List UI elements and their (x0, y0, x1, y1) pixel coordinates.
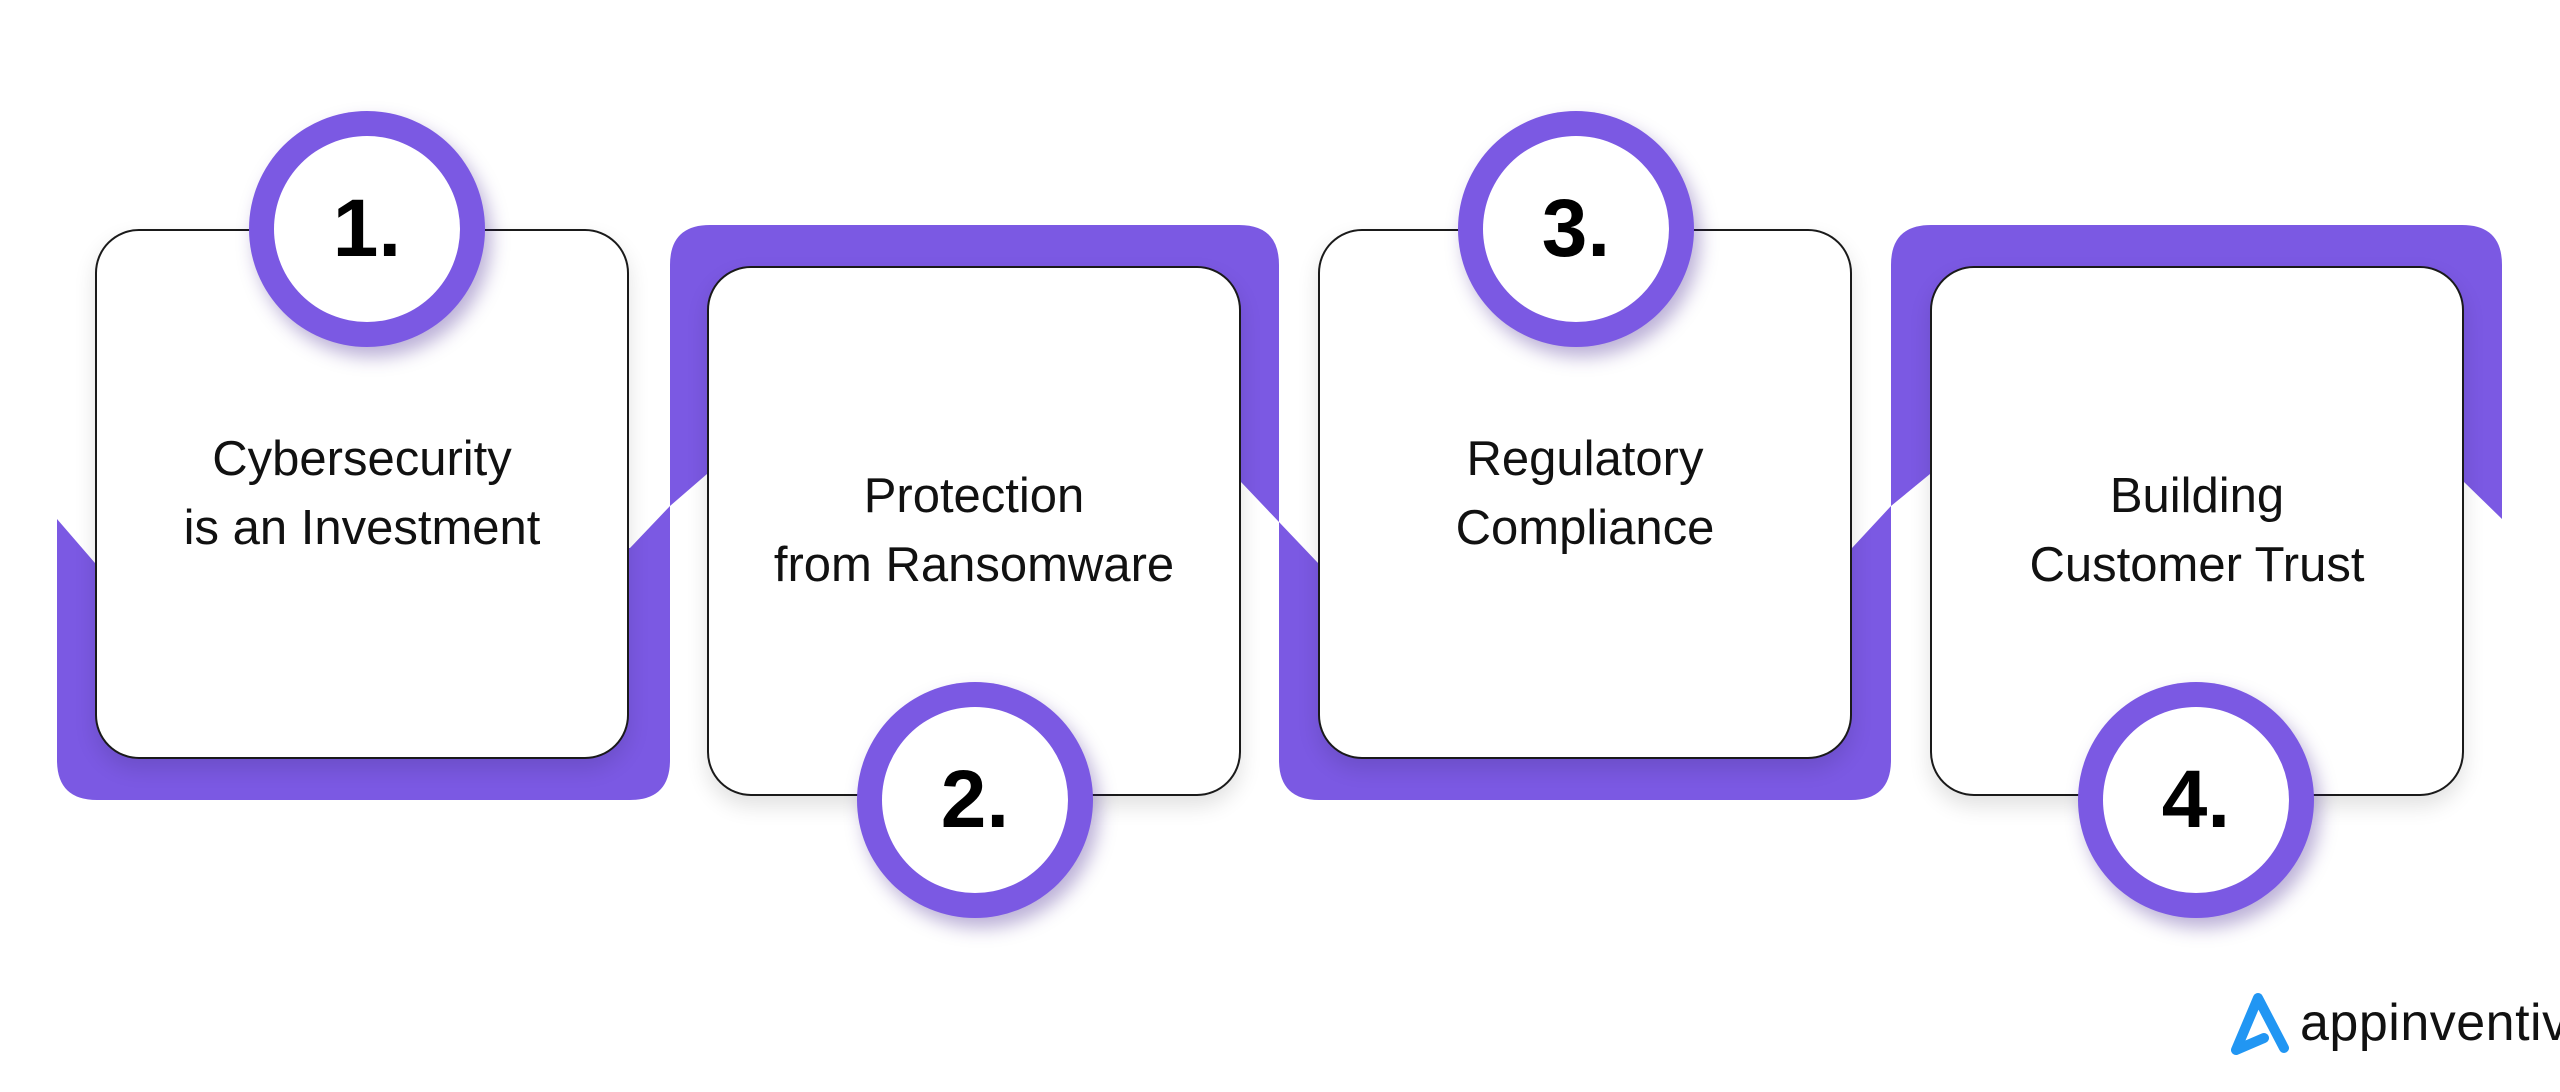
step-title-line1: Building (2109, 469, 2285, 523)
step-number: 3. (1483, 136, 1669, 322)
step-number-badge-1: 1. (249, 111, 485, 347)
step-title-line2: Compliance (1455, 501, 1715, 555)
brand-name: appinventiv (2300, 994, 2560, 1052)
step-number-badge-3: 3. (1458, 111, 1694, 347)
step-title-line1: Protection (863, 469, 1085, 523)
step-number: 2. (882, 707, 1068, 893)
step-title-line1: Cybersecurity (212, 432, 512, 486)
step-number: 1. (274, 136, 460, 322)
brand-logo: appinventiv (2228, 990, 2560, 1056)
step-number: 4. (2103, 707, 2289, 893)
step-number-badge-2: 2. (857, 682, 1093, 918)
step-title-line2: from Ransomware (773, 538, 1175, 592)
step-title-line2: is an Investment (183, 501, 541, 555)
step-title-line2: Customer Trust (2029, 538, 2365, 592)
appinventiv-logo-icon (2231, 993, 2289, 1055)
step-number-badge-4: 4. (2078, 682, 2314, 918)
step-title-line1: Regulatory (1466, 432, 1704, 486)
